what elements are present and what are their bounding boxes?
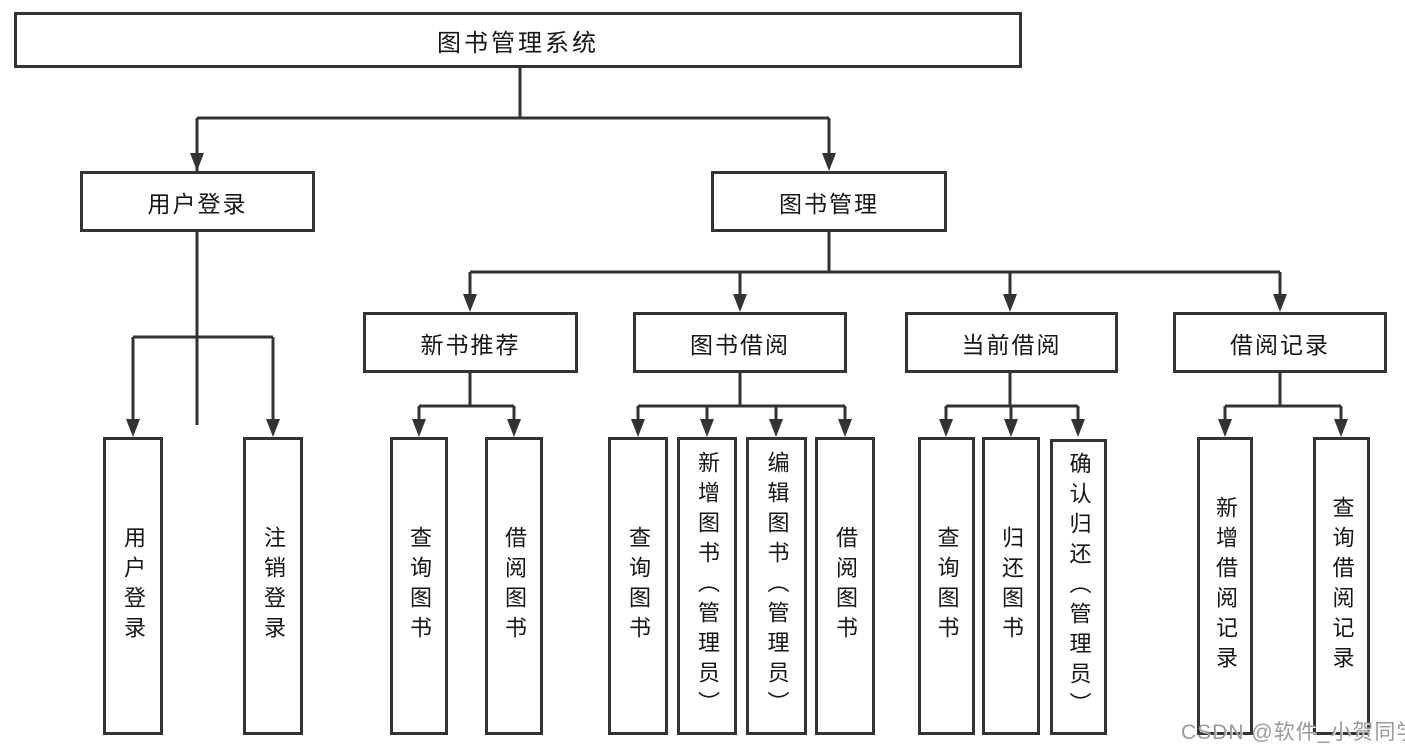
node-label: 图书管理: [779, 190, 879, 217]
node-label: 归还图书: [999, 526, 1024, 646]
node-leaf-edit-books-admin: 编辑图书（管理员）: [746, 437, 807, 735]
node-new-book-recommend: 新书推荐: [363, 312, 578, 373]
node-label: 借阅图书: [502, 526, 527, 646]
connectors-book-mgmt-to-level3: [463, 231, 1287, 312]
node-current-borrowing: 当前借阅: [905, 312, 1118, 373]
node-leaf-user-login: 用户登录: [103, 437, 163, 735]
connectors-root-to-level2: [190, 67, 836, 425]
node-leaf-return-books: 归还图书: [982, 437, 1040, 735]
node-library-management-system: 图书管理系统: [14, 12, 1022, 68]
connectors-user-login-to-leaves: [126, 231, 280, 437]
node-label: 查询图书: [626, 526, 651, 646]
node-borrowing-records: 借阅记录: [1173, 312, 1387, 373]
connectors-new-book-to-leaves: [412, 373, 521, 437]
node-label: 借阅图书: [833, 526, 858, 646]
node-leaf-search-books-1: 查询图书: [390, 437, 448, 735]
connectors-current-borrow-to-leaves: [939, 373, 1085, 437]
node-leaf-borrow-books-2: 借阅图书: [815, 437, 875, 735]
node-label: 查询借阅记录: [1329, 496, 1355, 676]
node-leaf-add-books-admin: 新增图书（管理员）: [677, 437, 737, 735]
node-leaf-borrow-books-1: 借阅图书: [485, 437, 543, 735]
connectors-records-to-leaves: [1218, 373, 1348, 437]
node-label: 新书推荐: [420, 331, 521, 358]
node-label: 编辑图书（管理员）: [764, 451, 790, 721]
node-leaf-confirm-return-admin: 确认归还（管理员）: [1050, 439, 1107, 735]
node-label: 新增借阅记录: [1213, 496, 1238, 676]
node-user-login: 用户登录: [80, 171, 315, 232]
node-label: 确认归还（管理员）: [1066, 452, 1092, 722]
node-label: 用户登录: [121, 526, 146, 646]
node-leaf-search-books-2: 查询图书: [608, 437, 668, 735]
node-label: 注销登录: [261, 526, 286, 646]
node-label: 当前借阅: [961, 331, 1062, 358]
node-label: 借阅记录: [1230, 331, 1330, 358]
node-label: 图书管理系统: [437, 29, 599, 57]
connectors-book-borrow-to-leaves: [631, 373, 852, 437]
node-label: 新增图书（管理员）: [695, 451, 720, 721]
node-leaf-search-books-3: 查询图书: [918, 437, 975, 735]
csdn-watermark: CSDN @软件_小贺同学: [1181, 721, 1405, 744]
node-book-management: 图书管理: [711, 171, 947, 232]
node-leaf-logout: 注销登录: [243, 437, 303, 735]
node-label: 查询图书: [407, 526, 432, 646]
node-label: 图书借阅: [690, 331, 790, 358]
node-leaf-search-borrow-record: 查询借阅记录: [1313, 437, 1370, 735]
node-book-borrowing: 图书借阅: [633, 312, 847, 373]
node-label: 用户登录: [147, 190, 248, 217]
node-label: 查询图书: [934, 526, 960, 646]
node-leaf-add-borrow-record: 新增借阅记录: [1197, 437, 1253, 735]
